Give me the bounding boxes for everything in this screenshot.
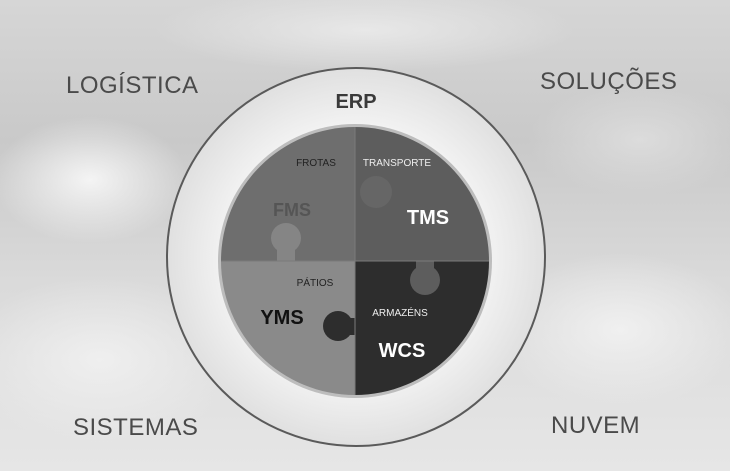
erp-label: ERP <box>335 91 376 113</box>
piece-tms-caption: TRANSPORTE <box>363 158 431 169</box>
piece-fms-caption: FROTAS <box>296 158 336 169</box>
piece-fms-title: FMS <box>273 200 311 220</box>
label-solucoes: SOLUÇÕES <box>540 68 678 95</box>
piece-tms-title: TMS <box>407 207 449 229</box>
label-sistemas: SISTEMAS <box>73 414 199 441</box>
puzzle-knob <box>360 176 392 208</box>
piece-yms-title: YMS <box>260 307 303 329</box>
piece-wcs-title: WCS <box>379 340 426 362</box>
label-nuvem: NUVEM <box>551 412 641 439</box>
piece-yms-caption: PÁTIOS <box>297 276 334 289</box>
label-logistica: LOGÍSTICA <box>66 72 199 99</box>
piece-wcs-caption: ARMAZÉNS <box>372 306 428 319</box>
